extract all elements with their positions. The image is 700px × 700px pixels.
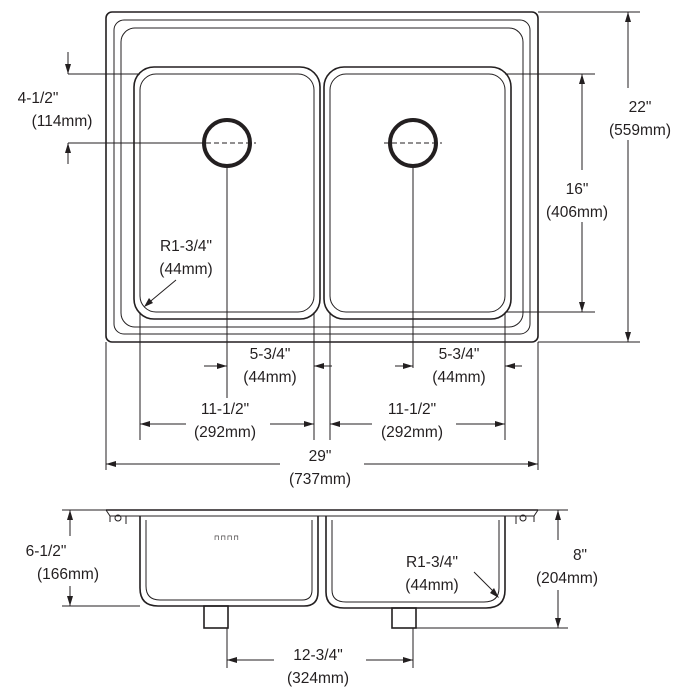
- arrowhead: [106, 461, 116, 467]
- label-left-drain-offset-metric: (44mm): [243, 369, 296, 386]
- right-bowl-profile-inner: [331, 520, 500, 603]
- right-drain-outlet-icon: [391, 607, 417, 629]
- label-overall-depth-imperial: 22": [629, 99, 652, 116]
- label-right-bowl-width-metric: (292mm): [381, 424, 443, 441]
- arrowhead: [495, 421, 505, 427]
- sink-inner-rim: [113, 19, 531, 335]
- arrowhead: [227, 657, 237, 663]
- label-left-drain-offset-imperial: 5-3/4": [250, 346, 291, 363]
- sink-outer-rim: [105, 11, 539, 343]
- side-view: ⊓⊓⊓⊓ 6-1/2" (166mm) 8" (204mm) R1-3/4" (…: [22, 509, 614, 692]
- arrowhead: [314, 363, 324, 369]
- rim-right-clip: [530, 509, 539, 522]
- label-bowl-length-imperial: 16": [566, 181, 589, 198]
- left-bowl-profile-inner: [145, 520, 313, 601]
- arrowhead: [505, 363, 515, 369]
- label-drain-spacing-metric: (324mm): [287, 670, 349, 687]
- rim-left-bolt-icon: [114, 514, 122, 522]
- arrowhead: [65, 64, 71, 74]
- arrowhead: [67, 596, 73, 606]
- label-right-bowl-width-imperial: 11-1/2": [388, 401, 436, 418]
- label-right-depth-metric: (204mm): [536, 570, 598, 587]
- arrowhead: [555, 510, 561, 520]
- sink-deck-edge: [120, 27, 524, 328]
- label-right-depth-imperial: 8": [573, 547, 587, 564]
- label-bowl-offset-metric: (114mm): [32, 113, 93, 130]
- arrowhead: [528, 461, 538, 467]
- arrowhead: [625, 332, 631, 342]
- arrowhead: [403, 657, 413, 663]
- arrowhead: [490, 588, 499, 598]
- arrowhead: [144, 298, 153, 307]
- label-bowl-offset-imperial: 4-1/2": [18, 90, 59, 107]
- label-side-corner-radius-metric: (44mm): [405, 577, 458, 594]
- arrowhead: [625, 12, 631, 22]
- arrowhead: [67, 510, 73, 520]
- rim-marking-label: ⊓⊓⊓⊓: [214, 535, 240, 542]
- label-right-drain-offset-imperial: 5-3/4": [439, 346, 480, 363]
- arrowhead: [140, 421, 150, 427]
- label-corner-radius-imperial: R1-3/4": [160, 238, 212, 255]
- label-left-bowl-width-metric: (292mm): [194, 424, 256, 441]
- right-bowl-inner: [329, 73, 506, 313]
- arrowhead: [555, 618, 561, 628]
- arrowhead: [579, 74, 585, 84]
- label-side-corner-radius-imperial: R1-3/4": [406, 554, 458, 571]
- arrowhead: [579, 302, 585, 312]
- label-bowl-length-metric: (406mm): [546, 204, 608, 221]
- label-left-depth-imperial: 6-1/2": [26, 543, 67, 560]
- left-bowl-profile: [139, 516, 319, 607]
- right-bowl-outline: [323, 66, 512, 320]
- arrowhead: [403, 363, 413, 369]
- arrowhead: [65, 143, 71, 153]
- left-drain-outlet-icon: [203, 605, 229, 629]
- arrowhead: [330, 421, 340, 427]
- top-view: 4-1/2" (114mm) 22" (559mm) 16" (406mm) R…: [18, 11, 682, 492]
- label-left-bowl-width-imperial: 11-1/2": [201, 401, 249, 418]
- rim-left-clip: [105, 509, 114, 522]
- rim-right-bolt-icon: [519, 514, 527, 522]
- label-corner-radius-metric: (44mm): [159, 261, 212, 278]
- arrowhead: [304, 421, 314, 427]
- label-overall-width-metric: (737mm): [289, 471, 351, 488]
- label-left-depth-metric: (166mm): [37, 566, 99, 583]
- label-right-drain-offset-metric: (44mm): [432, 369, 485, 386]
- label-drain-spacing-imperial: 12-3/4": [293, 647, 342, 664]
- arrowhead: [217, 363, 227, 369]
- label-overall-depth-metric: (559mm): [609, 122, 671, 139]
- label-overall-width-imperial: 29": [309, 448, 332, 465]
